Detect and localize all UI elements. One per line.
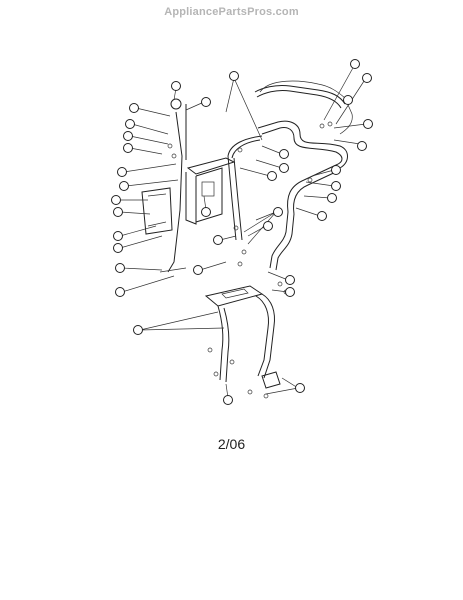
callout-bubble bbox=[285, 287, 295, 297]
callout-bubble bbox=[123, 131, 133, 141]
leader-lines bbox=[118, 65, 367, 399]
callout-bubble bbox=[350, 59, 360, 69]
callout-bubble bbox=[295, 383, 305, 393]
callouts bbox=[111, 59, 373, 405]
callout-bubble bbox=[229, 71, 239, 81]
callout-bubble bbox=[263, 221, 273, 231]
callout-bubble bbox=[113, 243, 123, 253]
control-cable bbox=[259, 80, 353, 135]
callout-bubble bbox=[111, 195, 121, 205]
dash-bracket bbox=[141, 157, 236, 235]
callout-bubble bbox=[113, 231, 123, 241]
callout-bubble bbox=[201, 97, 211, 107]
callout-bubble bbox=[279, 149, 289, 159]
callout-bubble bbox=[193, 265, 203, 275]
callout-bubble bbox=[362, 73, 372, 83]
fastener-group bbox=[167, 121, 333, 399]
site-watermark: AppliancePartsPros.com bbox=[164, 6, 299, 18]
lower-handle bbox=[204, 285, 281, 389]
shift-rods bbox=[159, 98, 187, 273]
callout-bubble bbox=[331, 165, 341, 175]
callout-bubble bbox=[201, 207, 211, 217]
callout-bubble bbox=[285, 275, 295, 285]
callout-bubble bbox=[267, 171, 277, 181]
callout-bubble bbox=[273, 207, 283, 217]
callout-bubble bbox=[331, 181, 341, 191]
callout-bubble bbox=[117, 167, 127, 177]
callout-bubble bbox=[129, 103, 139, 113]
callout-bubble bbox=[125, 119, 135, 129]
callout-bubble bbox=[213, 235, 223, 245]
callout-bubble bbox=[133, 325, 143, 335]
callout-bubble bbox=[223, 395, 233, 405]
callout-bubble bbox=[327, 193, 337, 203]
callout-bubble bbox=[119, 181, 129, 191]
callout-bubble bbox=[279, 163, 289, 173]
callout-bubble bbox=[171, 81, 181, 91]
callout-bubble bbox=[343, 95, 353, 105]
upper-handle-frame bbox=[227, 85, 348, 271]
callout-bubble bbox=[317, 211, 327, 221]
callout-bubble bbox=[123, 143, 133, 153]
callout-bubble bbox=[357, 141, 367, 151]
callout-bubble bbox=[363, 119, 373, 129]
callout-bubble bbox=[113, 207, 123, 217]
page-number: 2/06 bbox=[217, 436, 246, 452]
callout-bubble bbox=[115, 287, 125, 297]
callout-bubble bbox=[115, 263, 125, 273]
